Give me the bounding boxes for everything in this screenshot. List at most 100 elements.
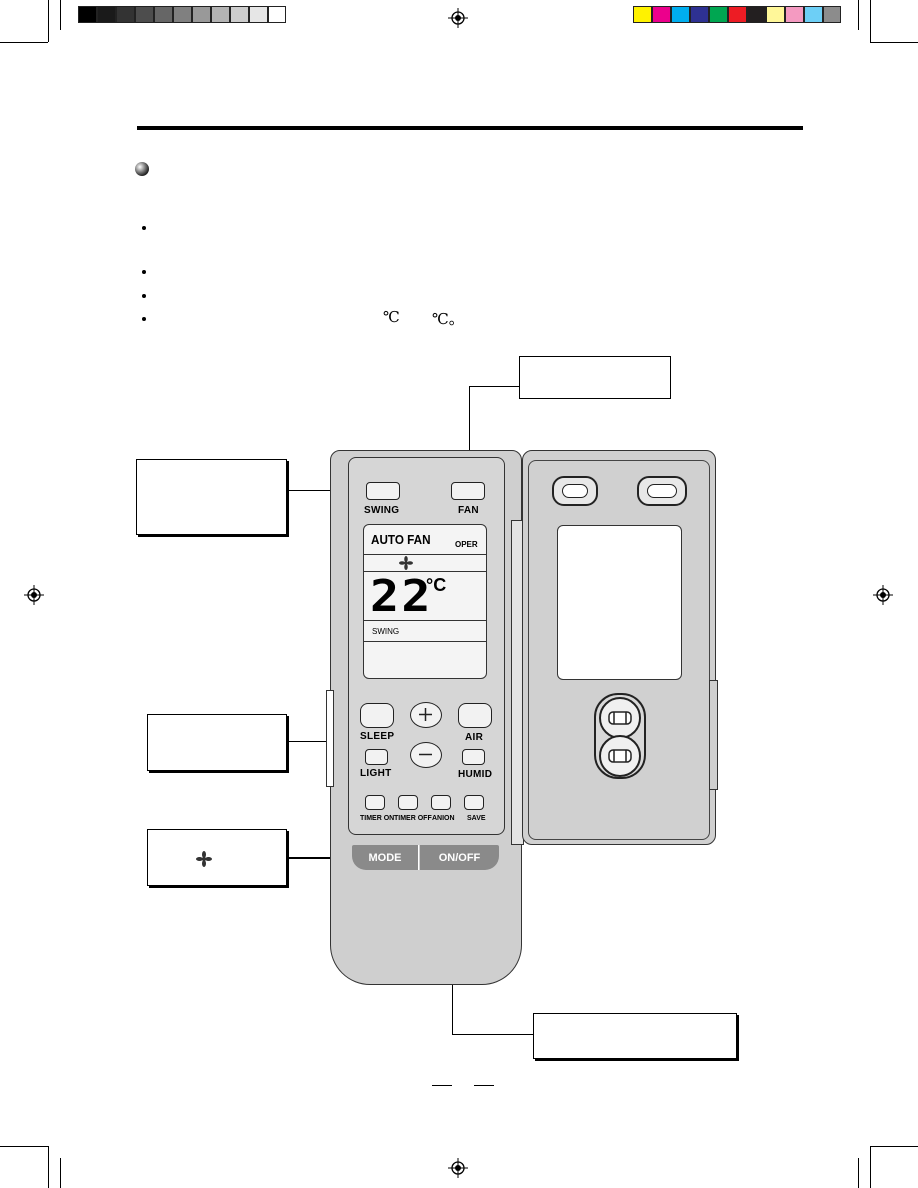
mode-button[interactable]: MODE <box>352 845 419 870</box>
light-button[interactable] <box>365 749 388 765</box>
crop-mark <box>0 1146 48 1147</box>
cover-edge-tab <box>709 680 718 790</box>
save-button[interactable] <box>464 795 484 810</box>
gray-swatch <box>154 6 173 23</box>
color-swatch <box>823 6 841 23</box>
lcd-temperature: 22 <box>370 571 433 622</box>
color-swatch <box>690 6 709 23</box>
gray-swatch <box>173 6 192 23</box>
registration-mark-icon <box>24 585 44 605</box>
sphere-bullet-icon <box>135 162 149 176</box>
timer-on-button[interactable] <box>365 795 385 810</box>
fan-icon <box>399 556 413 570</box>
humid-label: HUMID <box>458 769 493 780</box>
swing-callout-box <box>136 459 287 535</box>
swing-button[interactable] <box>366 482 400 500</box>
plus-icon <box>419 708 432 721</box>
color-swatch <box>728 6 747 23</box>
anion-button[interactable] <box>431 795 451 810</box>
humid-button[interactable] <box>462 749 485 765</box>
mode-callout-box <box>147 829 287 886</box>
gray-swatch <box>78 6 97 23</box>
gray-swatch <box>268 6 286 23</box>
battery-slot-graphic <box>608 749 632 763</box>
timer-off-label: TIMER OFF <box>394 815 432 822</box>
crop-mark <box>870 1146 871 1188</box>
battery-cover-inner <box>528 460 710 840</box>
color-swatch <box>804 6 823 23</box>
color-swatch <box>633 6 652 23</box>
registration-mark-icon <box>448 1158 468 1178</box>
battery-slot-graphic <box>608 711 632 725</box>
fan-button[interactable] <box>451 482 485 500</box>
lcd-divider <box>364 620 486 621</box>
crop-mark <box>60 1158 61 1188</box>
side-slot <box>326 690 334 787</box>
lcd-swing-text: SWING <box>372 627 400 636</box>
fan-callout-box <box>519 356 671 399</box>
top-left-clip <box>552 476 598 506</box>
timer-off-button[interactable] <box>398 795 418 810</box>
color-swatch <box>709 6 728 23</box>
color-swatch <box>747 6 766 23</box>
crop-mark <box>870 0 871 42</box>
registration-mark-icon <box>448 8 468 28</box>
crop-mark <box>870 42 918 43</box>
temp-down-button[interactable] <box>410 742 442 768</box>
cover-label-window <box>557 525 682 680</box>
sleep-label: SLEEP <box>360 731 395 742</box>
temperature-unit: ℃ <box>383 308 400 326</box>
lcd-divider <box>364 641 486 642</box>
color-swatch <box>785 6 804 23</box>
onoff-button[interactable]: ON/OFF <box>420 845 499 870</box>
swing-label: SWING <box>364 505 400 516</box>
lcd-divider <box>364 554 486 555</box>
sleep-button[interactable] <box>360 703 394 728</box>
clip-inner <box>562 484 588 498</box>
clip-inner <box>647 484 677 498</box>
crop-mark <box>48 0 49 42</box>
air-label: AIR <box>465 732 484 743</box>
leader-line <box>452 1034 533 1035</box>
crop-mark <box>870 1146 918 1147</box>
crop-mark <box>858 1158 859 1188</box>
gray-swatch <box>211 6 230 23</box>
crop-mark <box>858 0 859 30</box>
leader-line <box>469 386 519 387</box>
anion-label: ANION <box>432 815 455 822</box>
list-bullet <box>142 270 146 274</box>
crop-mark <box>48 1146 49 1188</box>
list-bullet <box>142 294 146 298</box>
lcd-display: AUTO FAN OPER 22 °C SWING <box>363 524 487 679</box>
gray-swatch <box>116 6 135 23</box>
temp-up-button[interactable] <box>410 702 442 728</box>
header-rule <box>137 126 803 130</box>
fan-icon <box>196 851 212 867</box>
list-bullet <box>142 226 146 230</box>
save-label: SAVE <box>467 815 486 822</box>
list-bullet <box>142 317 146 321</box>
crop-mark <box>0 42 48 43</box>
color-swatch <box>652 6 671 23</box>
lcd-temp-unit: °C <box>426 575 447 595</box>
crop-mark <box>60 0 61 30</box>
temperature-unit: ℃。 <box>432 310 464 328</box>
color-swatch <box>766 6 785 23</box>
light-label: LIGHT <box>360 768 392 779</box>
air-button[interactable] <box>458 703 492 728</box>
leader-line <box>287 490 365 491</box>
timer-on-label: TIMER ON <box>360 815 395 822</box>
temp-adjust-callout-box <box>147 714 287 771</box>
gray-swatch <box>135 6 154 23</box>
onoff-callout-box <box>533 1013 737 1059</box>
minus-icon <box>419 753 432 756</box>
top-right-clip <box>637 476 687 506</box>
leader-line <box>469 386 470 482</box>
registration-mark-icon <box>873 585 893 605</box>
lcd-divider <box>364 571 486 572</box>
leader-line <box>287 857 357 859</box>
gray-swatch <box>230 6 249 23</box>
gray-swatch <box>192 6 211 23</box>
lcd-mode-text: AUTO FAN <box>371 532 431 547</box>
battery-slot <box>599 697 641 739</box>
